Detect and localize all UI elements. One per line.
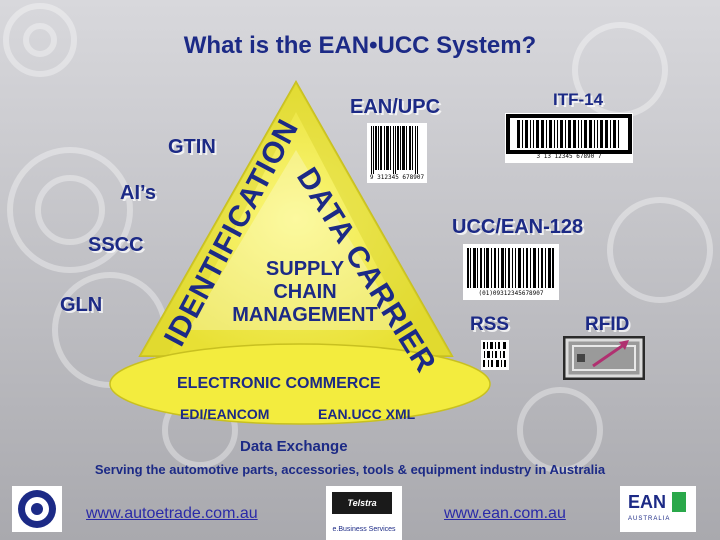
label-rss: RSS [470,314,510,335]
center-line-1: SUPPLY [265,258,345,280]
page-title: What is the EAN•UCC System? [183,32,537,59]
label-rfid: RFID [585,314,630,335]
itf14-barcode-bars [506,114,632,154]
electronic-commerce-band [109,343,491,425]
telstra-logo-subtitle: e.Business Services [332,526,396,533]
ucc-ean128-barcode: (01)09312345678907 [463,244,559,300]
label-ais: AI’s [120,182,156,204]
rss-barcode [481,340,509,370]
rss-barcode-bars [483,342,506,367]
telstra-logo: Telstra e.Business Services [326,486,402,540]
ean-logo-subtitle: AUSTRALIA [628,516,671,522]
ean-australia-logo: EAN AUSTRALIA [620,486,696,532]
center-line-3: MANAGEMENT [232,304,378,326]
label-gln: GLN [60,294,103,316]
label-gtin: GTIN [168,136,216,158]
rfid-tag-image [563,336,645,380]
supply-chain-management-label: SUPPLY CHAIN MANAGEMENT [205,258,405,327]
electronic-commerce-label: ELECTRONIC COMMERCE [177,375,381,392]
edi-eancom-label: EDI/EANCOM [180,406,270,422]
ean-logo-text: EAN [628,492,667,512]
center-line-2: CHAIN [273,281,337,303]
label-sscc: SSCC [88,234,144,256]
center-triangle [188,150,404,330]
itf14-barcode: 3 13 12345 67890 7 [505,113,633,163]
label-ean-upc: EAN/UPC [350,96,441,118]
tagline: Serving the automotive parts, accessorie… [94,462,606,477]
telstra-logo-mark: Telstra [332,492,392,514]
label-ucc-ean128: UCC/EAN-128 [452,216,584,238]
itf14-barcode-digits: 3 13 12345 67890 7 [536,153,602,160]
association-logo [12,486,62,532]
ean-ucc-xml-label: EAN.UCC XML [318,406,416,422]
data-exchange-label: Data Exchange [240,438,348,455]
ucc-ean128-barcode-bars [467,248,554,288]
ucc-ean128-barcode-digits: (01)09312345678907 [478,290,544,297]
autoetrade-link[interactable]: www.autoetrade.com.au [86,505,258,522]
ean-barcode-digits: 9 312345 678907 [369,174,425,181]
ean-barcode-bars [371,126,418,174]
label-itf14: ITF-14 [553,90,604,109]
ean-barcode: 9 312345 678907 [367,123,427,183]
ean-link[interactable]: www.ean.com.au [444,505,566,522]
ean-logo-mark [672,492,686,512]
background-parts-decoration [3,3,713,473]
